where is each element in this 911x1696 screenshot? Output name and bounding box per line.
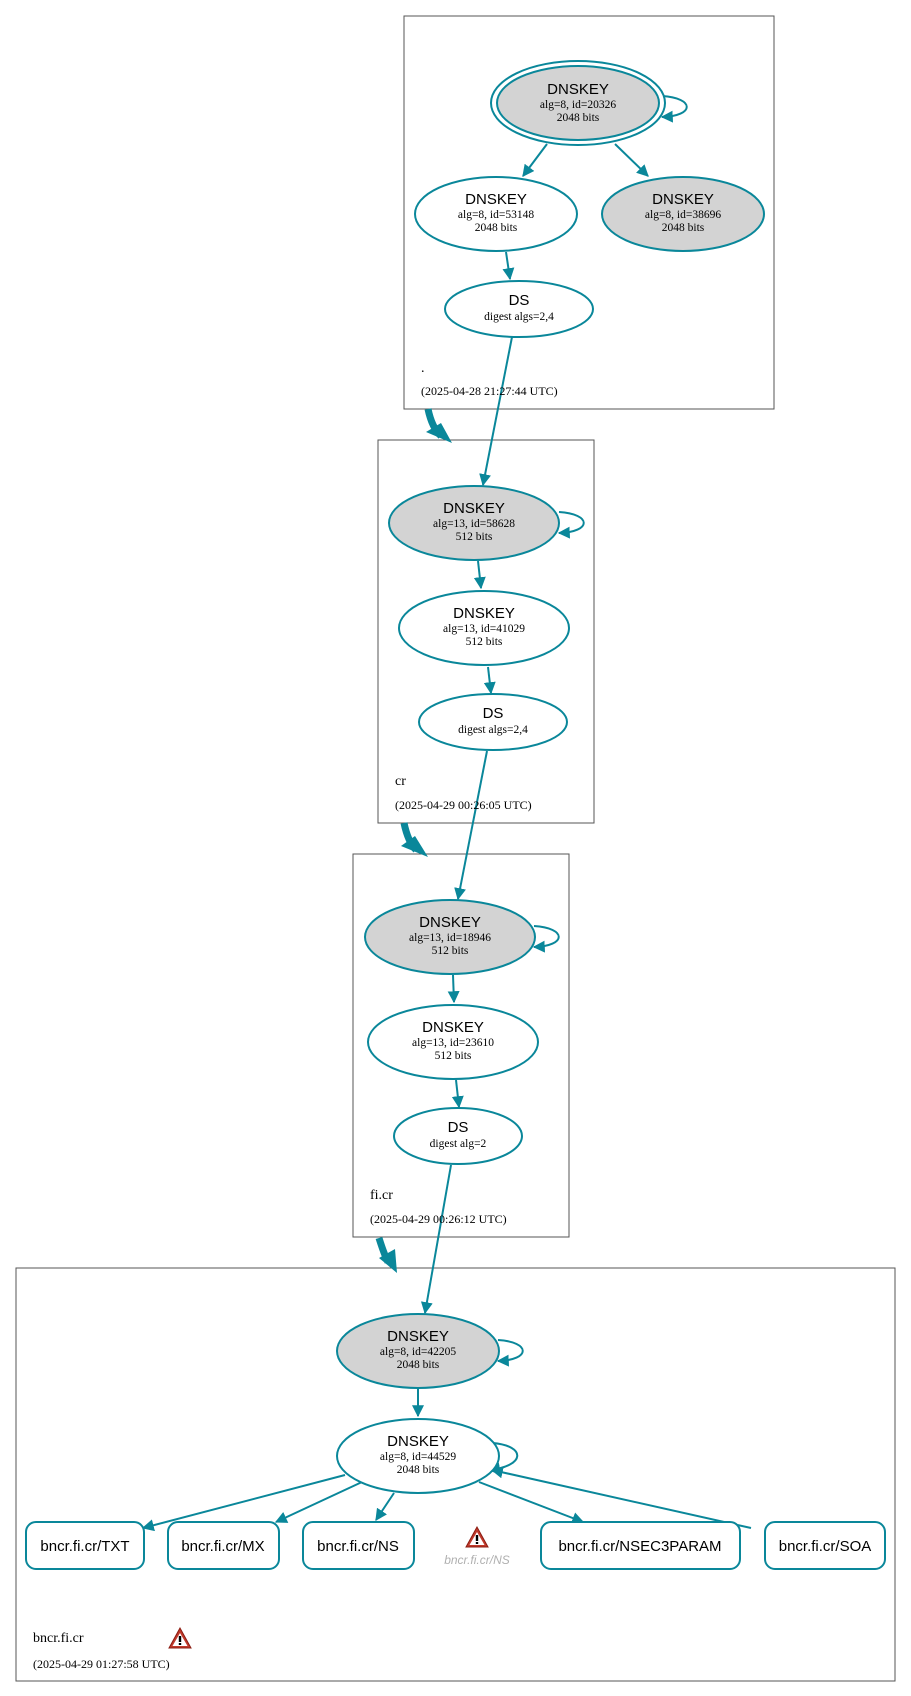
- edge-fi-ds-to-bncr-42205: [420, 1164, 452, 1315]
- rrset-label: bncr.fi.cr/SOA: [779, 1538, 872, 1555]
- node-title: DNSKEY: [422, 1019, 484, 1036]
- warning-triangle-icon: [465, 1525, 489, 1548]
- zone-name-fi-cr: fi.cr: [370, 1188, 393, 1203]
- edge-44529-to-ns: [375, 1492, 395, 1521]
- edge-cr-ds-to-fi-18946: [454, 750, 488, 901]
- edge-20326-to-53148: [522, 143, 548, 177]
- node-key-info: alg=13, id=23610: [412, 1037, 494, 1049]
- node-key-size: 2048 bits: [557, 112, 600, 124]
- edge-44529-to-nsec3param: [478, 1481, 585, 1524]
- node-key-info: alg=13, id=41029: [443, 623, 525, 635]
- zone-box-root: [403, 15, 775, 410]
- zone-box-fi-cr: [352, 853, 570, 1238]
- node-key-size: 2048 bits: [397, 1359, 440, 1371]
- delegation-arrow-cr-to-fi: [400, 822, 428, 857]
- rrset-label: bncr.fi.cr/NSEC3PARAM: [558, 1538, 721, 1555]
- node-key-info: alg=8, id=44529: [380, 1451, 456, 1463]
- edge-self-signed-root-20326: [660, 95, 688, 123]
- node-key-info: alg=8, id=38696: [645, 209, 721, 221]
- edge-18946-to-23610: [447, 974, 460, 1004]
- node-title: DNSKEY: [419, 914, 481, 931]
- node-key-size: 512 bits: [432, 945, 469, 957]
- rrset-node-soa[interactable]: bncr.fi.cr/SOA: [764, 1521, 886, 1570]
- rrset-node-txt[interactable]: bncr.fi.cr/TXT: [25, 1521, 145, 1570]
- edge-44529-to-mx: [274, 1481, 363, 1523]
- dnskey-node-18946[interactable]: DNSKEY alg=13, id=18946 512 bits: [364, 899, 536, 975]
- node-key-size: 512 bits: [466, 636, 503, 648]
- rrset-node-ns-missing[interactable]: bncr.fi.cr/NS: [444, 1525, 510, 1567]
- node-digest-info: digest alg=2: [430, 1138, 487, 1150]
- node-title: DNSKEY: [547, 81, 609, 98]
- edge-self-signed-cr-58628: [557, 511, 585, 539]
- zone-box-cr: [377, 439, 595, 824]
- dnskey-node-41029[interactable]: DNSKEY alg=13, id=41029 512 bits: [398, 590, 570, 666]
- node-digest-info: digest algs=2,4: [458, 724, 528, 736]
- zone-timestamp-fi-cr: (2025-04-29 00:26:12 UTC): [370, 1212, 507, 1226]
- rrset-label: bncr.fi.cr/NS: [317, 1538, 399, 1555]
- edge-53148-to-root-ds: [502, 251, 515, 281]
- node-key-size: 2048 bits: [475, 222, 518, 234]
- rrset-node-mx[interactable]: bncr.fi.cr/MX: [167, 1521, 280, 1570]
- node-title: DS: [448, 1119, 469, 1136]
- node-key-info: alg=8, id=42205: [380, 1346, 456, 1358]
- node-title: DNSKEY: [387, 1328, 449, 1345]
- dnskey-node-58628[interactable]: DNSKEY alg=13, id=58628 512 bits: [388, 485, 560, 561]
- zone-box-bncr-fi-cr: [15, 1267, 896, 1682]
- zone-name-cr: cr: [395, 774, 406, 789]
- node-key-size: 2048 bits: [662, 222, 705, 234]
- edge-root-ds-to-cr-58628: [479, 336, 513, 487]
- zone-timestamp-bncr-fi-cr: (2025-04-29 01:27:58 UTC): [33, 1657, 170, 1671]
- dnskey-node-53148[interactable]: DNSKEY alg=8, id=53148 2048 bits: [414, 176, 578, 252]
- zone-name-bncr-fi-cr: bncr.fi.cr: [33, 1631, 84, 1646]
- node-key-info: alg=13, id=18946: [409, 932, 491, 944]
- edge-58628-to-41029: [473, 560, 486, 590]
- rrset-label: bncr.fi.cr/MX: [181, 1538, 264, 1555]
- node-title: DNSKEY: [453, 605, 515, 622]
- node-key-size: 2048 bits: [397, 1464, 440, 1476]
- edge-44529-to-txt: [141, 1474, 346, 1532]
- ds-node-cr[interactable]: DS digest algs=2,4: [418, 693, 568, 751]
- node-key-info: alg=8, id=20326: [540, 99, 616, 111]
- delegation-arrow-fi-to-bncr: [375, 1236, 397, 1273]
- node-key-info: alg=8, id=53148: [458, 209, 534, 221]
- ds-node-fi-cr[interactable]: DS digest alg=2: [393, 1107, 523, 1165]
- edge-soa-to-44529: [490, 1466, 752, 1529]
- zone-timestamp-cr: (2025-04-29 00:26:05 UTC): [395, 798, 532, 812]
- dnskey-node-44529[interactable]: DNSKEY alg=8, id=44529 2048 bits: [336, 1418, 500, 1494]
- rrset-label: bncr.fi.cr/TXT: [40, 1538, 129, 1555]
- node-title: DNSKEY: [443, 500, 505, 517]
- zone-timestamp-root: (2025-04-28 21:27:44 UTC): [421, 384, 558, 398]
- ds-node-root[interactable]: DS digest algs=2,4: [444, 280, 594, 338]
- edge-20326-to-38696: [614, 143, 649, 177]
- rrset-node-nsec3param[interactable]: bncr.fi.cr/NSEC3PARAM: [540, 1521, 741, 1570]
- dnskey-node-23610[interactable]: DNSKEY alg=13, id=23610 512 bits: [367, 1004, 539, 1080]
- delegation-arrow-root-to-cr: [424, 408, 452, 443]
- node-key-info: alg=13, id=58628: [433, 518, 515, 530]
- dnskey-node-38696[interactable]: DNSKEY alg=8, id=38696 2048 bits: [601, 176, 765, 252]
- node-digest-info: digest algs=2,4: [484, 311, 554, 323]
- node-key-size: 512 bits: [456, 531, 493, 543]
- rrset-label-missing: bncr.fi.cr/NS: [444, 1553, 510, 1567]
- edge-self-signed-bncr-42205: [496, 1339, 524, 1367]
- dnskey-node-42205[interactable]: DNSKEY alg=8, id=42205 2048 bits: [336, 1313, 500, 1389]
- edge-41029-to-cr-ds: [483, 666, 496, 695]
- node-title: DNSKEY: [387, 1433, 449, 1450]
- node-key-size: 512 bits: [435, 1050, 472, 1062]
- edge-self-signed-fi-18946: [532, 925, 560, 953]
- zone-warning-icon[interactable]: [168, 1626, 192, 1649]
- dnskey-node-20326[interactable]: DNSKEY alg=8, id=20326 2048 bits: [490, 60, 666, 146]
- edge-23610-to-fi-ds: [451, 1079, 464, 1109]
- node-title: DS: [483, 705, 504, 722]
- node-title: DNSKEY: [652, 191, 714, 208]
- node-title: DS: [509, 292, 530, 309]
- zone-name-root: .: [421, 361, 425, 376]
- node-title: DNSKEY: [465, 191, 527, 208]
- rrset-node-ns[interactable]: bncr.fi.cr/NS: [302, 1521, 415, 1570]
